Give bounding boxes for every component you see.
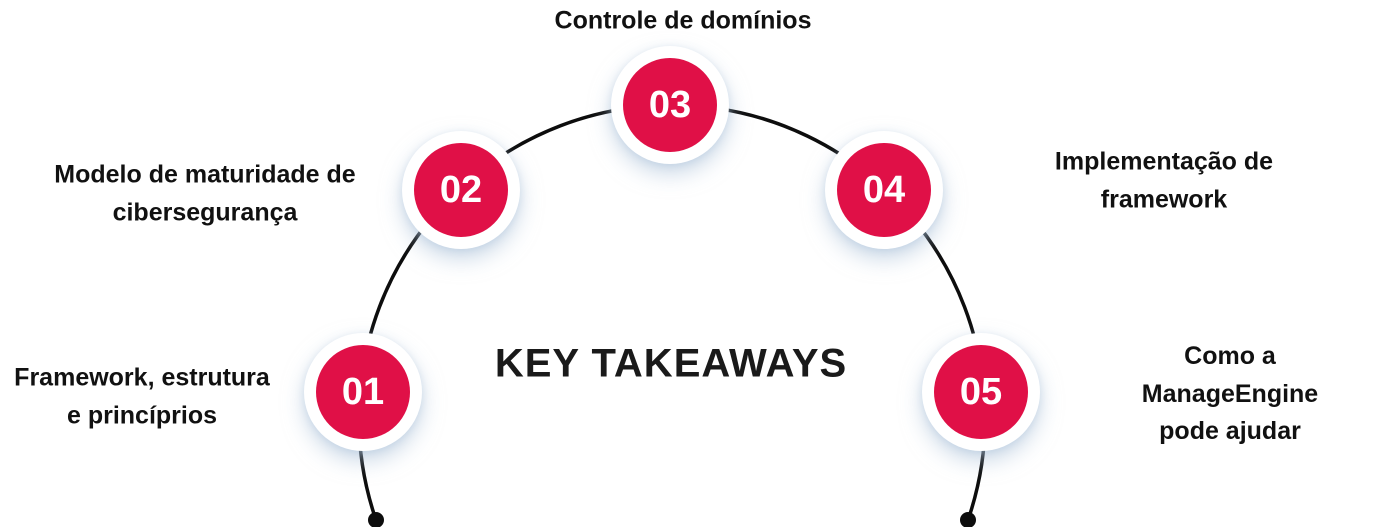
step-label-04: Implementação de framework xyxy=(1054,147,1274,214)
step-label-03: Controle de domínios xyxy=(554,6,812,35)
step-node-05: 05 xyxy=(922,333,1040,451)
step-number-04: 04 xyxy=(862,169,906,211)
step-number-05: 05 xyxy=(959,371,1003,413)
page-title: KEY TAKEAWAYS xyxy=(494,341,848,386)
step-circle-03: 03 xyxy=(623,58,717,152)
step-label-01: Framework, estrutura e princíprios xyxy=(14,363,270,430)
step-circle-04: 04 xyxy=(837,143,931,237)
step-node-02: 02 xyxy=(402,131,520,249)
step-label-05: Como a ManageEngine pode ajudar xyxy=(1141,341,1319,445)
step-number-03: 03 xyxy=(648,84,692,126)
step-node-03: 03 xyxy=(611,46,729,164)
step-circle-02: 02 xyxy=(414,143,508,237)
step-circle-05: 05 xyxy=(934,345,1028,439)
arc-endpoint-dot-right xyxy=(960,512,976,527)
step-number-02: 02 xyxy=(439,169,483,211)
arc-endpoint-dot-left xyxy=(368,512,384,527)
step-number-01: 01 xyxy=(341,371,385,413)
step-node-01: 01 xyxy=(304,333,422,451)
step-node-04: 04 xyxy=(825,131,943,249)
step-label-02: Modelo de maturidade de cibersegurança xyxy=(54,160,356,227)
step-circle-01: 01 xyxy=(316,345,410,439)
